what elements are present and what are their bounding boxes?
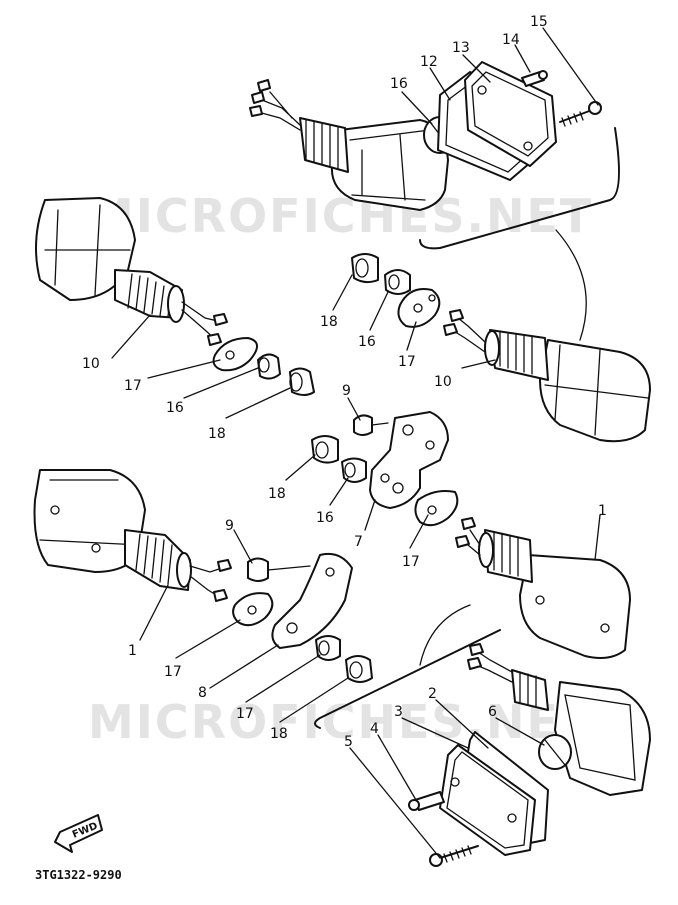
callout-9-upper: 9 bbox=[342, 383, 351, 399]
callout-3: 3 bbox=[394, 704, 403, 720]
callout-10-right: 10 bbox=[434, 374, 452, 390]
callout-6: 6 bbox=[488, 704, 497, 720]
flasher-lower-left-assembly bbox=[33, 469, 232, 602]
callout-8: 8 bbox=[198, 685, 207, 701]
callout-18-b: 18 bbox=[320, 314, 338, 330]
callout-17-b: 17 bbox=[398, 354, 416, 370]
callout-18-c: 18 bbox=[268, 486, 286, 502]
flasher-top-right-assembly bbox=[249, 61, 620, 341]
bracket-7-assembly bbox=[311, 411, 459, 527]
watermark-top: MICROFICHES.NET bbox=[88, 189, 593, 243]
callout-labels: 15 14 13 12 16 10 17 16 18 18 16 17 10 9… bbox=[82, 14, 607, 750]
callout-18-a: 18 bbox=[208, 426, 226, 442]
callout-17-c: 17 bbox=[402, 554, 420, 570]
flasher-lower-right-assembly bbox=[455, 517, 631, 659]
callout-17-d: 17 bbox=[164, 664, 182, 680]
callout-14: 15 bbox=[530, 14, 548, 30]
callout-2: 2 bbox=[428, 686, 437, 702]
callout-11: 12 bbox=[420, 54, 438, 70]
fwd-arrow: FWD bbox=[54, 814, 103, 853]
callout-1-right: 1 bbox=[598, 503, 607, 519]
callout-18-d: 18 bbox=[270, 726, 288, 742]
callout-12: 13 bbox=[452, 40, 470, 56]
callout-16-b: 16 bbox=[358, 334, 376, 350]
flasher-upper-left-assembly bbox=[35, 197, 315, 396]
flasher-mid-right-assembly bbox=[351, 253, 651, 443]
callout-9-lower: 9 bbox=[225, 518, 234, 534]
callout-1-left: 1 bbox=[128, 643, 137, 659]
callout-13: 14 bbox=[502, 32, 520, 48]
leader-lines bbox=[111, 27, 601, 859]
diagram-code: 3TG1322-9290 bbox=[35, 868, 122, 882]
callout-16-d: 17 bbox=[236, 706, 254, 722]
callout-10-left: 10 bbox=[82, 356, 100, 372]
callout-16-c: 16 bbox=[316, 510, 334, 526]
callout-15: 16 bbox=[390, 76, 408, 92]
callout-17-a: 17 bbox=[124, 378, 142, 394]
callout-4: 4 bbox=[370, 721, 379, 737]
watermark-bottom: MICROFICHES.NET bbox=[88, 695, 593, 749]
bracket-8-assembly bbox=[232, 552, 373, 683]
callout-16-a: 16 bbox=[166, 400, 184, 416]
callout-5: 5 bbox=[344, 734, 353, 750]
callout-7: 7 bbox=[354, 534, 363, 550]
